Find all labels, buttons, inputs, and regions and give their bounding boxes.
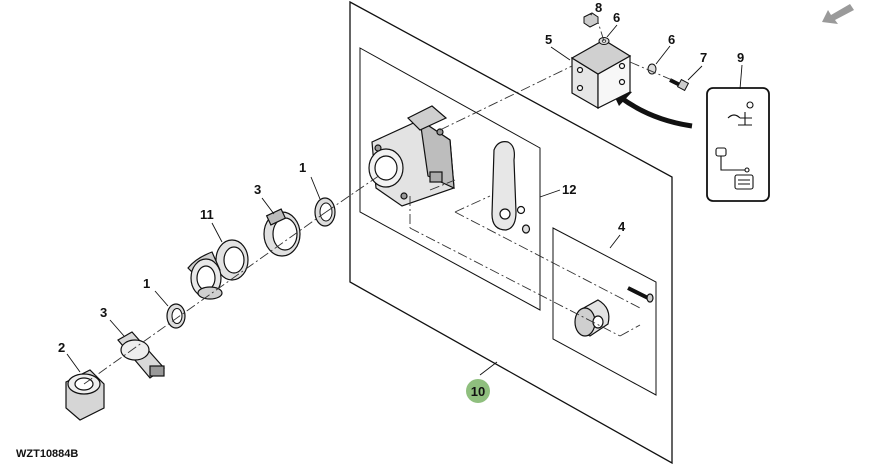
leader-lines: [66, 13, 743, 376]
assembly-centerlines: [83, 21, 673, 385]
callout-7: 7: [700, 50, 707, 65]
callout-9: 9: [737, 50, 744, 65]
callout-3-lower: 3: [100, 305, 107, 320]
callout-5: 5: [545, 32, 552, 47]
hex-nut-8: [583, 12, 599, 28]
callout-2: 2: [58, 340, 65, 355]
bolt-7: [669, 78, 690, 92]
callout-3-upper: 3: [254, 182, 261, 197]
washer-6-right: [647, 63, 657, 75]
elbow-fitting-11: [187, 239, 249, 300]
callout-4: 4: [618, 219, 626, 234]
curved-arrow: [618, 94, 693, 129]
callout-6-b: 6: [668, 32, 675, 47]
decal-card-9: [706, 87, 770, 202]
coupling-nut-2: [65, 369, 105, 421]
decal-symbol-middle-icon: [715, 147, 750, 173]
lever-handle-12: [491, 141, 531, 234]
arrow-glyph: [822, 4, 854, 24]
callout-11: 11: [200, 207, 214, 222]
bracket-5: [570, 39, 632, 110]
valve-body: [368, 105, 455, 207]
decal-symbol-bottom-icon: [734, 174, 754, 190]
arrow-left-down-icon[interactable]: [820, 2, 856, 26]
figure-id: WZT10884B: [16, 448, 79, 460]
decal-symbol-top-icon: [727, 101, 754, 126]
seal-ring-1-upper: [314, 197, 336, 227]
callout-10-badge: [466, 379, 490, 403]
roller-4: [574, 286, 654, 337]
clamp-3-lower: [117, 331, 165, 379]
callout-1-lower: 1: [143, 276, 150, 291]
callout-8: 8: [595, 0, 602, 15]
callout-1-upper: 1: [299, 160, 306, 175]
clamp-3-upper: [263, 208, 301, 257]
seal-ring-1-lower: [166, 303, 186, 329]
callout-6-a: 6: [613, 10, 620, 25]
callout-12: 12: [562, 182, 576, 197]
callout-10: 10: [471, 384, 485, 399]
